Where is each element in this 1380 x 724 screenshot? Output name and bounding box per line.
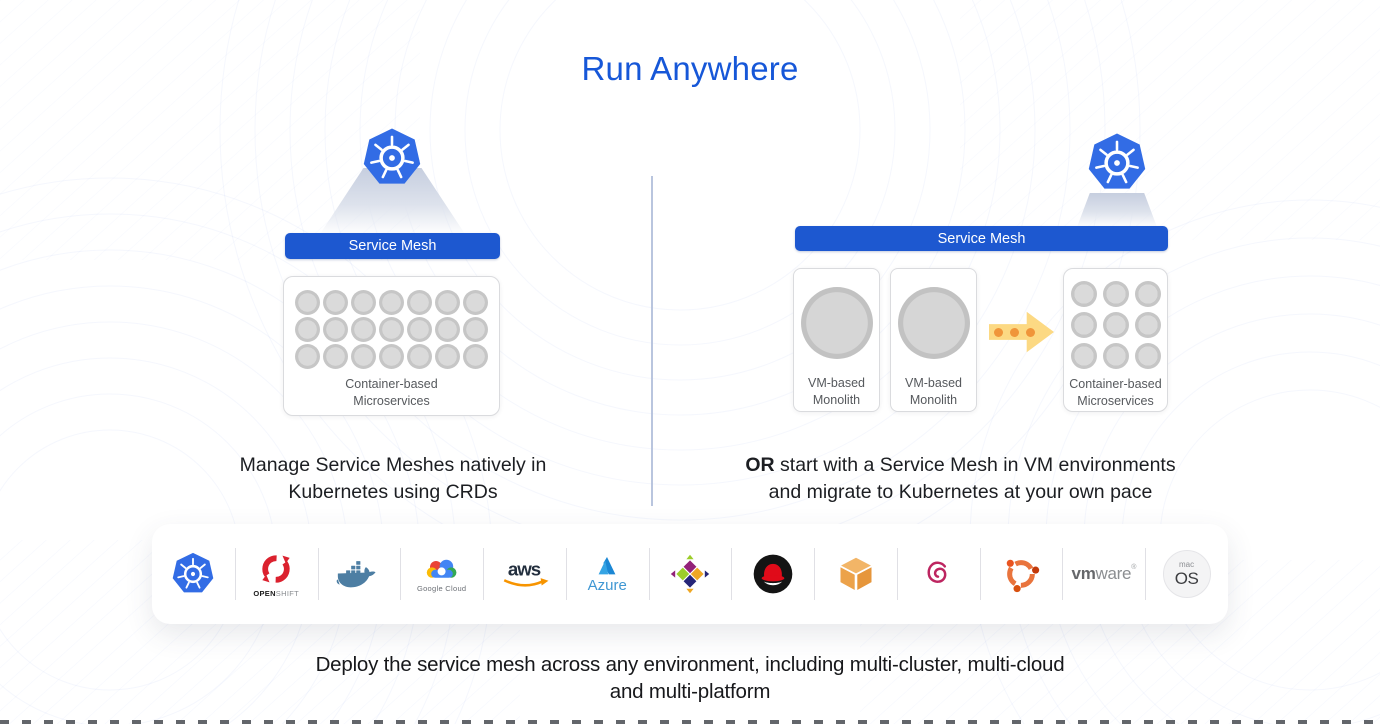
macos-icon: mac OS [1162, 550, 1211, 598]
service-circle [407, 290, 432, 315]
platform-ubuntu [979, 524, 1063, 624]
service-mesh-banner: Service Mesh [795, 226, 1168, 251]
service-circle [407, 344, 432, 369]
aws-icon: aws [504, 559, 549, 587]
platform-kubernetes [152, 524, 235, 624]
google-cloud-icon [426, 559, 457, 578]
right-caption-line1-rest: start with a Service Mesh in VM environm… [774, 454, 1176, 476]
service-circle [1134, 281, 1161, 307]
service-circle [435, 344, 460, 369]
right-caption-line2: and migrate to Kubernetes at your own pa… [768, 480, 1153, 503]
service-circle [463, 317, 488, 342]
service-mesh-banner: Service Mesh [285, 233, 500, 259]
red-hat-icon [753, 554, 793, 594]
right-caption: OR start with a Service Mesh in VM envir… [698, 452, 1223, 506]
microservices-box: Container-based Microservices [1063, 268, 1168, 412]
bottom-cropped-dashes [0, 720, 1380, 724]
service-circle [463, 344, 488, 369]
ubuntu-icon [1006, 559, 1040, 593]
light-beam [1077, 193, 1157, 227]
microservices-grid [284, 290, 499, 369]
service-circle [295, 344, 320, 369]
azure-icon [598, 556, 616, 574]
service-circle [351, 317, 376, 342]
platform-google-cloud: Google Cloud [400, 524, 483, 624]
service-circle [1070, 281, 1097, 307]
service-circle [1070, 312, 1097, 338]
vm-box-label: VM-based Monolith [808, 376, 865, 407]
platform-azure: Azure [565, 524, 649, 624]
vm-monolith-box: VM-based Monolith [793, 268, 880, 412]
service-circle [295, 290, 320, 315]
right-caption-or: OR [745, 454, 775, 476]
arrow-dot [994, 327, 1003, 337]
left-caption-line2: Kubernetes using CRDs [288, 480, 498, 503]
debian-icon [927, 561, 947, 583]
page-title: Run Anywhere [581, 50, 799, 87]
arrow-dot [1010, 327, 1019, 337]
vm-box-label: VM-based Monolith [905, 376, 962, 407]
platform-docker [317, 524, 401, 624]
left-caption-line1: Manage Service Meshes natively in [239, 454, 547, 476]
service-circle [351, 290, 376, 315]
footer-line2: and multi-platform [609, 680, 771, 704]
service-circle [323, 317, 348, 342]
service-circle [323, 290, 348, 315]
vmware-label: vmware® [1071, 564, 1137, 583]
service-circle [435, 290, 460, 315]
section-divider [651, 176, 653, 506]
service-circle [1134, 343, 1161, 369]
platform-red-hat [731, 524, 814, 624]
openshift-icon [262, 554, 290, 583]
docker-icon [336, 561, 376, 588]
platform-openshift: OPENSHIFT [234, 524, 318, 624]
arrow-dot [1026, 327, 1035, 337]
service-circle [463, 290, 488, 315]
service-circle [1102, 281, 1129, 307]
platform-debian [896, 524, 980, 624]
service-circle [1102, 312, 1129, 338]
kubernetes-icon [1088, 133, 1146, 189]
vm-monolith-box: VM-based Monolith [890, 268, 977, 412]
service-circle [435, 317, 460, 342]
service-circle [379, 344, 404, 369]
vm-cube-icon [838, 556, 873, 592]
service-circle [323, 344, 348, 369]
footer-caption: Deploy the service mesh across any envir… [0, 651, 1380, 705]
service-circle [295, 317, 320, 342]
service-mesh-label: Service Mesh [348, 238, 437, 254]
service-circle [1134, 312, 1161, 338]
migration-arrow-icon [989, 310, 1054, 354]
service-mesh-label: Service Mesh [937, 230, 1026, 247]
kubernetes-icon [363, 128, 421, 184]
microservices-grid [1064, 281, 1167, 369]
footer-line1: Deploy the service mesh across any envir… [315, 653, 1065, 676]
microservices-box: Container-based Microservices [283, 276, 500, 416]
left-caption: Manage Service Meshes natively in Kubern… [168, 452, 618, 506]
right-caption-line1: OR start with a Service Mesh in VM envir… [698, 452, 1223, 479]
service-circle [1102, 343, 1129, 369]
service-circle [407, 317, 432, 342]
google-cloud-label: Google Cloud [416, 583, 467, 593]
service-circle [379, 290, 404, 315]
microservices-box-label: Container-based Microservices [1069, 377, 1162, 408]
platform-cube [814, 524, 897, 624]
microservices-box-label: Container-based Microservices [345, 377, 438, 408]
azure-label: Azure [587, 576, 627, 594]
platform-logo-bar: OPENSHIFT [152, 524, 1228, 624]
monolith-circle [800, 287, 873, 359]
kubernetes-icon [173, 552, 214, 593]
monolith-circle [897, 287, 970, 359]
platform-macos: mac OS [1145, 524, 1228, 624]
platform-centos [648, 524, 732, 624]
platform-aws: aws [483, 524, 566, 624]
centos-icon [670, 554, 710, 594]
service-circle [1070, 343, 1097, 369]
service-circle [351, 344, 376, 369]
openshift-label: OPENSHIFT [253, 588, 299, 598]
service-circle [379, 317, 404, 342]
aws-label: aws [508, 559, 541, 580]
platform-vmware: vmware® [1062, 524, 1145, 624]
